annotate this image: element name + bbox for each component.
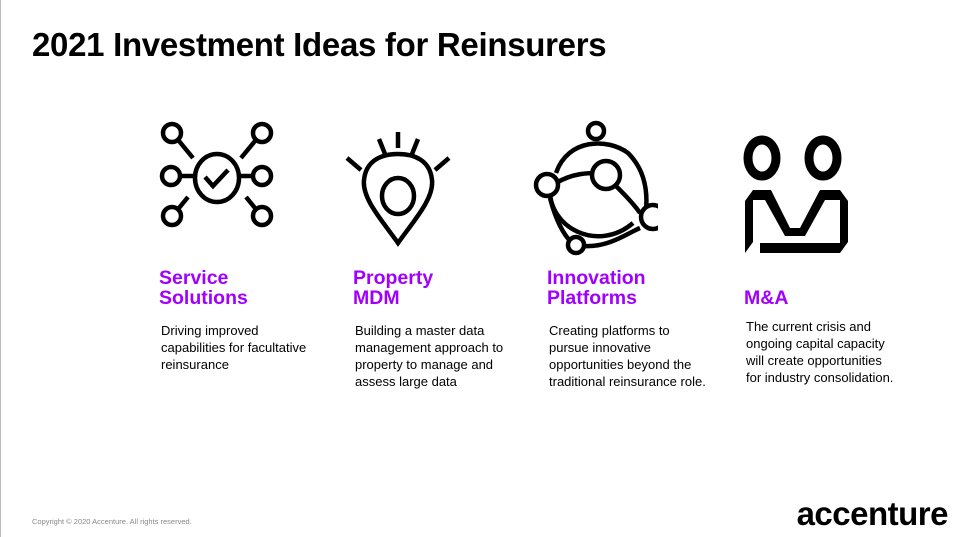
slide-edge	[0, 0, 1, 537]
idea-service-solutions: Service Solutions Driving improved capab…	[159, 268, 349, 373]
idea-heading: Innovation Platforms	[547, 267, 646, 309]
idea-heading: Property MDM	[353, 267, 434, 309]
network-check-icon	[159, 121, 274, 228]
idea-body: Creating platforms to pursue innovative …	[549, 323, 706, 389]
idea-body: Building a master data management approa…	[355, 323, 504, 389]
copyright: Copyright © 2020 Accenture. All rights r…	[32, 517, 192, 526]
idea-m-and-a: M&A The current crisis and ongoing capit…	[744, 288, 934, 386]
idea-heading: M&A	[744, 287, 789, 309]
idea-body: The current crisis and ongoing capital c…	[746, 319, 894, 385]
merger-people-icon	[743, 135, 848, 253]
slide-title: 2021 Investment Ideas for Reinsurers	[32, 26, 607, 63]
accenture-logo: accenture	[796, 495, 949, 532]
idea-body: Driving improved capabilities for facult…	[161, 323, 307, 372]
orbit-network-icon	[533, 120, 658, 256]
idea-property-mdm: Property MDM Building a master data mana…	[353, 268, 543, 390]
location-pin-icon	[345, 132, 451, 247]
idea-innovation-platforms: Innovation Platforms Creating platforms …	[547, 268, 737, 390]
idea-heading: Service Solutions	[159, 267, 248, 309]
